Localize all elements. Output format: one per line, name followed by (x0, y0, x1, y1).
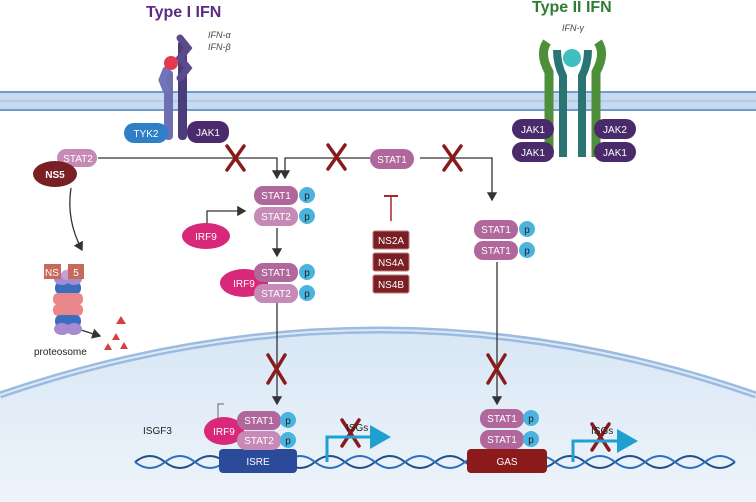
jak2-badge (594, 119, 636, 139)
irf9-badge (182, 223, 230, 249)
stat1-nuclear-badge (237, 411, 281, 430)
stat1-p-upper-badge (254, 186, 298, 205)
stat1-gas-b-badge (480, 430, 524, 449)
phospho-label: p (524, 246, 530, 257)
five-fragment-badge (68, 264, 84, 279)
phospho-icon (299, 208, 315, 224)
ns-fragment-label: NS (45, 268, 59, 279)
inhibit-tbar-icon (384, 195, 398, 221)
ns4b-badge (372, 274, 410, 294)
stat1-dimer-b-label: STAT1 (481, 246, 511, 257)
stat1-dimer-a-label: STAT1 (481, 225, 511, 236)
ns4a-label: NS4A (378, 258, 404, 269)
phospho-label: p (285, 436, 291, 447)
gas-label: GAS (496, 457, 517, 468)
phospho-label: p (304, 191, 310, 202)
stat1-dimer-a-badge (474, 220, 518, 239)
gas-box (467, 449, 547, 473)
jak1-badge-a (512, 119, 554, 139)
phospho-label: p (304, 268, 310, 279)
stat1-center-badge (370, 149, 414, 169)
transcription-arrow-icon (325, 425, 638, 462)
ns4b-label: NS4B (378, 280, 404, 291)
cell-membrane (0, 91, 756, 111)
tyk2-label: TYK2 (133, 129, 158, 140)
stat1-gas-a-badge (480, 409, 524, 428)
isgf3-label: ISGF3 (143, 426, 172, 437)
ns5-label: NS5 (45, 170, 65, 181)
jak1-label-b: JAK1 (521, 148, 545, 159)
stat1-gas-b-label: STAT1 (487, 435, 517, 446)
isgs-label-isre: ISGs (346, 423, 368, 434)
block-x-icon (225, 143, 611, 452)
phospho-label: p (304, 289, 310, 300)
phospho-icon (299, 285, 315, 301)
ns4a-badge (372, 252, 410, 272)
stat2-complex-label: STAT2 (261, 289, 291, 300)
ns-fragment-badge (44, 264, 61, 279)
jak1-badge-b (512, 142, 554, 162)
phospho-icon (280, 432, 296, 448)
jak1-badge-type1 (187, 121, 229, 143)
phospho-label: p (304, 212, 310, 223)
phospho-label: p (528, 435, 534, 446)
irf9-complex-label: IRF9 (233, 279, 255, 290)
ifn-beta-label: IFN-β (208, 42, 231, 52)
jak1-label-type1: JAK1 (196, 128, 220, 139)
ns5-badge (33, 161, 77, 187)
ns2a-badge (372, 230, 410, 250)
type2-ifn-title: Type II IFN (532, 0, 612, 16)
ifn-ligand-icon (164, 56, 178, 70)
jak1-label-a: JAK1 (521, 125, 545, 136)
type1-ifn-title: Type I IFN (146, 4, 221, 21)
tyk2-badge (124, 123, 168, 143)
phospho-label: p (524, 225, 530, 236)
phospho-icon (519, 221, 535, 237)
isgs-label-gas: ISGs (591, 426, 613, 437)
stat1-center-label: STAT1 (377, 155, 407, 166)
isre-label: ISRE (246, 457, 270, 468)
type2-receptor (539, 39, 606, 157)
type1-receptor (158, 34, 193, 140)
five-fragment-label: 5 (73, 268, 79, 279)
stat2-ns5-badge (57, 149, 97, 167)
stat1-gas-a-label: STAT1 (487, 414, 517, 425)
stat1-dimer-b-badge (474, 241, 518, 260)
phospho-icon (299, 264, 315, 280)
phospho-icon (523, 410, 539, 426)
ifn-gamma-label: IFN-γ (562, 23, 584, 33)
stat2-complex-badge (254, 284, 298, 303)
stat2-ns5-label: STAT2 (63, 154, 93, 165)
nucleus (0, 326, 756, 502)
ns2a-label: NS2A (378, 236, 404, 247)
ifn-gamma-ligand-icon (563, 49, 581, 67)
irf9-nuclear-label: IRF9 (213, 427, 235, 438)
peptide-fragments-icon (104, 316, 128, 350)
jak1-label-c: JAK1 (603, 148, 627, 159)
phospho-label: p (528, 414, 534, 425)
stat2-nuclear-badge (237, 431, 281, 450)
proteosome-label: proteosome (34, 347, 87, 358)
stat1-nuclear-label: STAT1 (244, 416, 274, 427)
stat2-nuclear-label: STAT2 (244, 436, 274, 447)
isre-box (219, 449, 297, 473)
phospho-label: p (285, 416, 291, 427)
jak2-label: JAK2 (603, 125, 627, 136)
phospho-icon (280, 412, 296, 428)
stat1-complex-badge (254, 263, 298, 282)
phospho-icon (519, 242, 535, 258)
stat1-p-upper-label: STAT1 (261, 191, 291, 202)
irf9-nuclear-badge (204, 417, 244, 445)
phospho-icon (299, 187, 315, 203)
stat2-p-upper-badge (254, 207, 298, 226)
irf9-label: IRF9 (195, 232, 217, 243)
ifn-alpha-label: IFN-α (208, 30, 231, 40)
stat1-complex-label: STAT1 (261, 268, 291, 279)
stat2-p-upper-label: STAT2 (261, 212, 291, 223)
jak1-badge-c (594, 142, 636, 162)
phospho-icon (523, 431, 539, 447)
